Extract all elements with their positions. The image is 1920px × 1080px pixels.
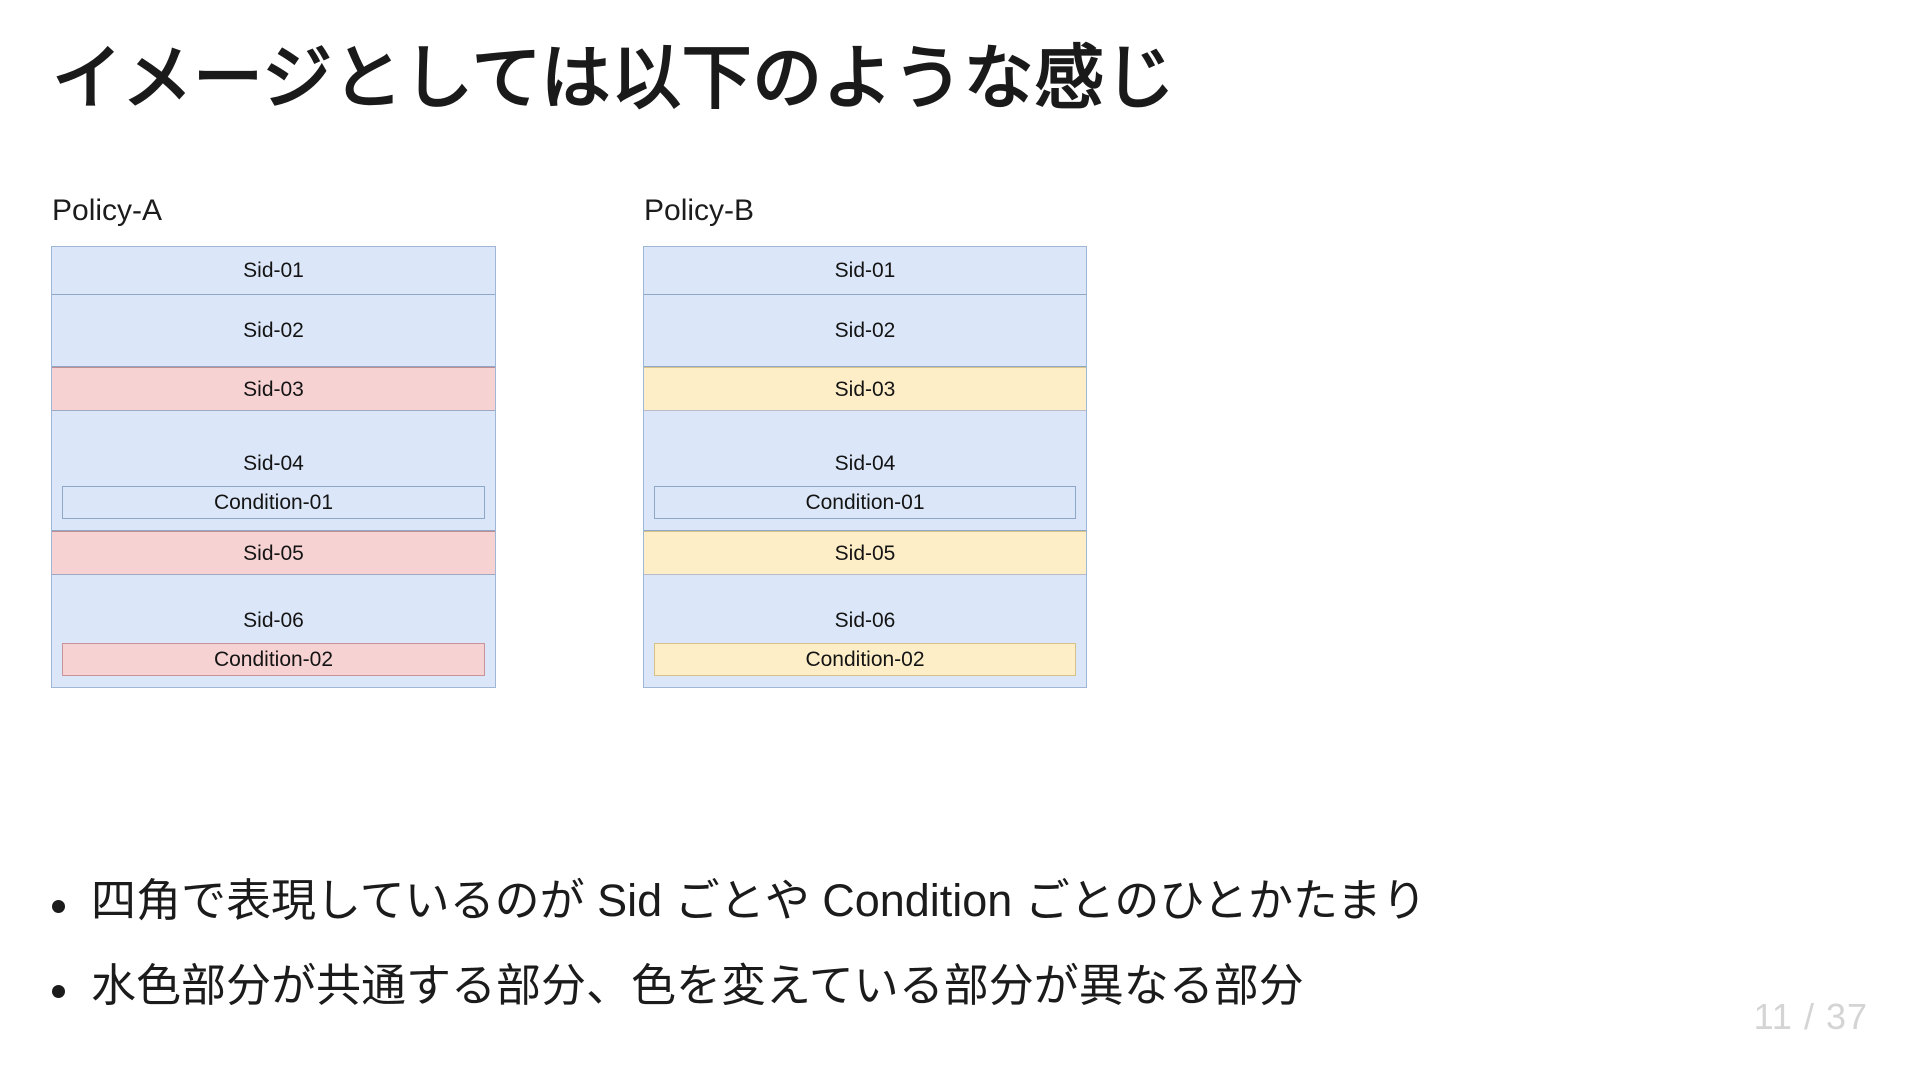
sid-label: Sid-06 [834, 609, 896, 632]
condition-label: Condition-01 [213, 491, 334, 514]
bullet-list: 四角で表現しているのが Sid ごとや Condition ごとのひとかたまり水… [52, 878, 1752, 1048]
condition-box: Condition-01 [654, 486, 1076, 519]
sid-row: Sid-01 [52, 247, 495, 295]
bullet-text: 四角で表現しているのが Sid ごとや Condition ごとのひとかたまり [91, 875, 1427, 926]
policy-a-label: Policy-A [52, 194, 163, 227]
sid-row: Sid-05 [52, 531, 495, 575]
page-number: 11 / 37 [1753, 996, 1868, 1037]
sid-label: Sid-04 [834, 452, 896, 475]
condition-label: Condition-02 [213, 648, 334, 671]
sid-label: Sid-01 [243, 259, 304, 282]
sid-label: Sid-05 [834, 541, 896, 565]
sid-label: Sid-04 [243, 452, 304, 475]
sid-row: Sid-03 [52, 367, 495, 411]
condition-box: Condition-02 [62, 643, 485, 676]
page-title: イメージとしては以下のような感じ [52, 39, 1176, 117]
condition-label: Condition-02 [805, 648, 925, 671]
sid-label: Sid-01 [834, 259, 896, 282]
sid-label: Sid-06 [243, 609, 304, 632]
policy-b-label: Policy-B [644, 194, 755, 227]
bullet-dot-icon [52, 985, 65, 998]
sid-row: Sid-05 [644, 531, 1086, 575]
sid-label: Sid-05 [243, 541, 304, 565]
sid-label: Sid-03 [834, 377, 896, 401]
sid-row: Sid-02 [644, 295, 1086, 367]
bullet-text: 水色部分が共通する部分、色を変えている部分が異なる部分 [91, 960, 1304, 1011]
sid-row: Sid-02 [52, 295, 495, 367]
condition-box: Condition-02 [654, 643, 1076, 676]
condition-label: Condition-01 [805, 491, 925, 514]
sid-row: Sid-03 [644, 367, 1086, 411]
bullet-item: 水色部分が共通する部分、色を変えている部分が異なる部分 [52, 963, 1752, 1008]
sid-label: Sid-02 [834, 319, 896, 342]
bullet-item: 四角で表現しているのが Sid ごとや Condition ごとのひとかたまり [52, 878, 1752, 923]
sid-row: Sid-01 [644, 247, 1086, 295]
bullet-dot-icon [52, 900, 65, 913]
sid-label: Sid-03 [243, 377, 304, 401]
sid-label: Sid-02 [243, 319, 304, 342]
condition-box: Condition-01 [62, 486, 485, 519]
